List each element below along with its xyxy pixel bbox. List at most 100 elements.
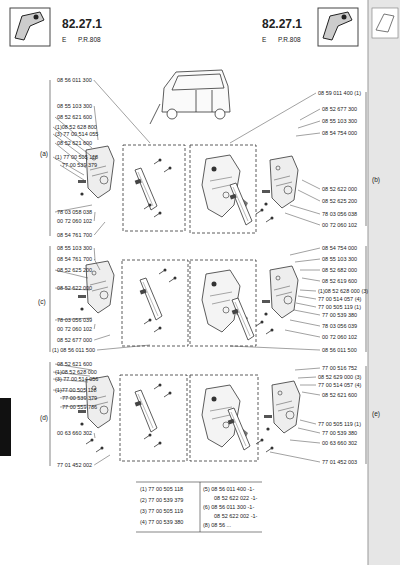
part-number: 78 03 056 039 (322, 323, 357, 329)
part-number: (1)08 52 628 000 (3) (318, 288, 368, 294)
leader-line (94, 80, 150, 143)
leader-line (94, 259, 100, 270)
leader-line (298, 296, 316, 299)
part-number: 08 52 621 600 (57, 361, 92, 367)
leader-line (300, 290, 316, 291)
part-number: 00 72 060 102 (322, 222, 357, 228)
part-number: 08 52 621 600 (57, 140, 92, 146)
leader-line (290, 205, 320, 214)
part-number: 08 52 622 000 (322, 186, 357, 192)
part-number: 08 52 619 600 (322, 278, 357, 284)
part-number: 77 00 539 380 (322, 312, 357, 318)
part-number: 00 72 060 102 (322, 334, 357, 340)
leader-line (295, 368, 320, 370)
part-number: 08 52 622 022 -1- (214, 495, 257, 501)
part-number: (6) 08 56 011 300 -1- (203, 504, 254, 510)
leader-line (290, 248, 320, 255)
leader-line (94, 455, 110, 465)
part-number: 08 54 761 700 (57, 256, 92, 262)
part-number: 08 59 011 400 (1) (318, 90, 361, 96)
leader-line (300, 270, 320, 271)
leader-line (94, 212, 96, 221)
part-number: 77 00 539 379 (62, 162, 97, 168)
callout-letter: P.R.808 (78, 36, 101, 43)
part-number: 78 03 058 038 (57, 209, 92, 215)
part-number: 77 01 452 003 (322, 459, 357, 465)
part-number: 08 52 677 300 (322, 106, 357, 112)
page-number: 82.27.1 (262, 18, 302, 31)
callout-letter: (c) (38, 298, 46, 305)
part-number: (4) 77 00 539 380 (140, 519, 183, 525)
part-number: 08 54 761 700 (57, 232, 92, 238)
part-number: (1)08 52 628 800 (55, 124, 97, 130)
part-number: 08 52 629 000 (3) (318, 374, 361, 380)
part-number: 77 00 539 380 (322, 430, 357, 436)
part-number: 78 03 056 038 (322, 211, 357, 217)
part-number: 77 00 514 057 (4) (318, 296, 361, 302)
leader-line (94, 248, 96, 260)
part-number: 08 52 677 000 (57, 337, 92, 343)
part-number: (3) 77 00 505 119 (140, 508, 183, 514)
leader-line (300, 109, 320, 120)
leader-line (302, 392, 320, 395)
leader-line (298, 121, 320, 128)
part-number: 08 52 621 600 (57, 114, 92, 120)
part-number: (1)77 00 505 118 (55, 387, 97, 393)
part-number: 77 00 516 752 (322, 365, 357, 371)
part-number: 08 54 754 000 (322, 245, 357, 251)
callout-letter: (d) (40, 414, 48, 421)
leader-line (298, 190, 320, 201)
part-number: 77 00 505 119 (1) (318, 421, 361, 427)
part-number: (3) 77 00 514 055 (55, 131, 98, 137)
leader-line (290, 440, 320, 443)
callout-letter: (b) (372, 176, 380, 183)
leader-line (300, 420, 316, 424)
part-number: 08 56 011 500 (322, 347, 357, 353)
part-number: 08 55 103 300 (57, 245, 92, 251)
leader-line (230, 93, 316, 143)
page-number: 82.27.1 (62, 18, 102, 31)
callout-letter: P.R.808 (278, 36, 301, 43)
leader-line (285, 330, 320, 337)
leader-line (94, 335, 110, 340)
leader-line (290, 320, 320, 326)
part-number: 08 55 103 300 (322, 256, 357, 262)
leader-line (298, 428, 320, 433)
part-number: 77 01 452 002 (57, 462, 92, 468)
part-number: 77 00 559 786 (62, 404, 97, 410)
part-number: 08 55 103 300 (57, 103, 92, 109)
leader-line (302, 278, 320, 281)
part-number: 77 00 514 057 (4) (318, 382, 361, 388)
part-number: (5) 08 56 011 400 -1- (203, 486, 254, 492)
part-number: 08 56 011 300 (57, 77, 92, 83)
part-number: (2) 77 00 539 379 (140, 497, 183, 503)
part-number: 08 52 682 000 (322, 267, 357, 273)
leader-line (295, 259, 320, 262)
part-number: 00 63 660 302 (57, 430, 92, 436)
part-number: 77 00 505 119 (1) (318, 304, 361, 310)
part-number: (1) 08 56 011 500 (52, 347, 95, 353)
part-number: 08 52 622 002 -1- (214, 513, 257, 519)
leader-line (230, 346, 320, 350)
leader-line (298, 377, 316, 379)
part-number: (1) 77 00 505 118 (55, 154, 98, 160)
part-number: 00 72 060 102 (57, 218, 92, 224)
callout-letter: E (262, 36, 266, 43)
part-number: 08 52 622 000 (57, 285, 92, 291)
part-number: 08 52 625 200 (322, 198, 357, 204)
leader-line (285, 213, 320, 225)
part-number: 08 52 621 600 (322, 392, 357, 398)
part-number: 00 63 660 302 (322, 440, 357, 446)
leader-line (300, 385, 316, 386)
part-number: 08 54 754 000 (322, 130, 357, 136)
leader-line (94, 433, 96, 438)
leader-line (294, 310, 320, 315)
part-number: 08 55 103 300 (322, 118, 357, 124)
callout-letter: (e) (372, 410, 380, 417)
part-number: 78 03 056 039 (57, 317, 92, 323)
part-number: 00 72 060 102 (57, 326, 92, 332)
leader-line (94, 324, 96, 329)
callout-letter: (a) (40, 150, 48, 157)
leader-line (270, 452, 320, 462)
part-number: (8) 08 56 ... (203, 522, 231, 528)
